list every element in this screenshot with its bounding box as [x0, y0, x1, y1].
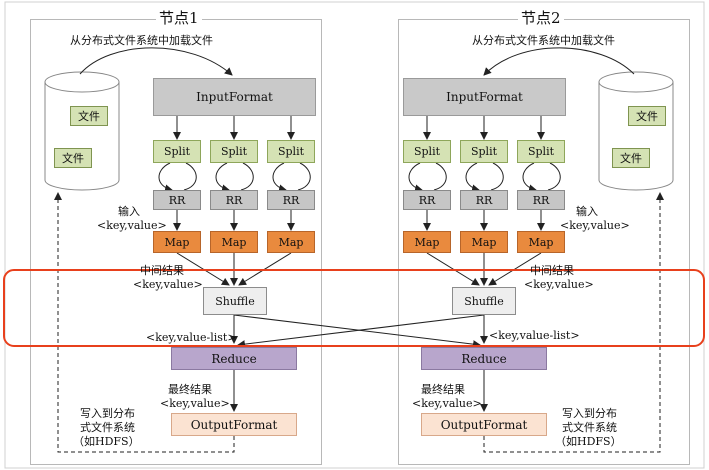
- node1-write-line1: 写入到分布: [80, 407, 135, 420]
- node2-input-kv: <key,value>: [560, 219, 630, 232]
- node2-shuffle: Shuffle: [452, 287, 516, 315]
- node1-split-1: Split: [153, 140, 201, 163]
- node1-final-kv: <key,value>: [160, 397, 230, 410]
- node2-input-label: 输入: [576, 205, 598, 218]
- node1-inputformat: InputFormat: [153, 78, 316, 116]
- node2-outputformat: OutputFormat: [421, 413, 547, 436]
- node1-key-value-list: <key,value-list>: [146, 331, 237, 344]
- node2-map-2: Map: [460, 231, 508, 253]
- shuffle-highlight: [3, 269, 705, 347]
- node2-split-1: Split: [403, 140, 451, 163]
- node1-split-3: Split: [267, 140, 315, 163]
- node1-intermediate-kv: <key,value>: [133, 278, 203, 291]
- node2-split-3: Split: [517, 140, 565, 163]
- node1-input-kv: <key,value>: [97, 219, 167, 232]
- node1-map-3: Map: [267, 231, 315, 253]
- node2-final-label: 最终结果: [421, 383, 465, 396]
- node2-rr-1: RR: [403, 190, 451, 210]
- node1-rr-1: RR: [153, 190, 201, 210]
- node1-reduce: Reduce: [171, 347, 297, 370]
- storage-cylinder-node1: [44, 71, 120, 191]
- node1-shuffle: Shuffle: [203, 287, 267, 315]
- node1-intermediate-label: 中间结果: [140, 264, 184, 277]
- node1-file-1: 文件: [70, 106, 108, 126]
- node2-key-value-list: <key,value-list>: [489, 329, 580, 342]
- node2-write-line2: 式文件系统: [562, 421, 617, 434]
- node2-map-1: Map: [403, 231, 451, 253]
- node2-write-line1: 写入到分布: [562, 407, 617, 420]
- node1-final-label: 最终结果: [168, 383, 212, 396]
- node2-split-2: Split: [460, 140, 508, 163]
- node2-final-kv: <key,value>: [412, 397, 482, 410]
- node1-rr-2: RR: [210, 190, 258, 210]
- node2-map-3: Map: [517, 231, 565, 253]
- node2-inputformat: InputFormat: [403, 78, 566, 116]
- node2-reduce: Reduce: [421, 347, 547, 370]
- node2-intermediate-kv: <key,value>: [524, 278, 594, 291]
- node1-map-2: Map: [210, 231, 258, 253]
- node1-write-line3: （如HDFS）: [73, 435, 140, 448]
- node2-rr-3: RR: [517, 190, 565, 210]
- node1-split-2: Split: [210, 140, 258, 163]
- node2-write-line3: （如HDFS）: [555, 435, 622, 448]
- node2-intermediate-label: 中间结果: [530, 264, 574, 277]
- node1-write-line2: 式文件系统: [80, 421, 135, 434]
- node2-file-2: 文件: [612, 148, 650, 168]
- node2-load-label: 从分布式文件系统中加载文件: [472, 34, 615, 47]
- node2-file-1: 文件: [628, 106, 666, 126]
- node1-load-label: 从分布式文件系统中加载文件: [70, 34, 213, 47]
- node2-rr-2: RR: [460, 190, 508, 210]
- storage-cylinder-node2: [598, 71, 674, 191]
- node1-input-label: 输入: [118, 205, 140, 218]
- node1-file-2: 文件: [54, 148, 92, 168]
- node1-map-1: Map: [153, 231, 201, 253]
- node1-title: 节点1: [156, 7, 202, 28]
- node2-title: 节点2: [518, 7, 564, 28]
- node1-outputformat: OutputFormat: [171, 413, 297, 436]
- node1-rr-3: RR: [267, 190, 315, 210]
